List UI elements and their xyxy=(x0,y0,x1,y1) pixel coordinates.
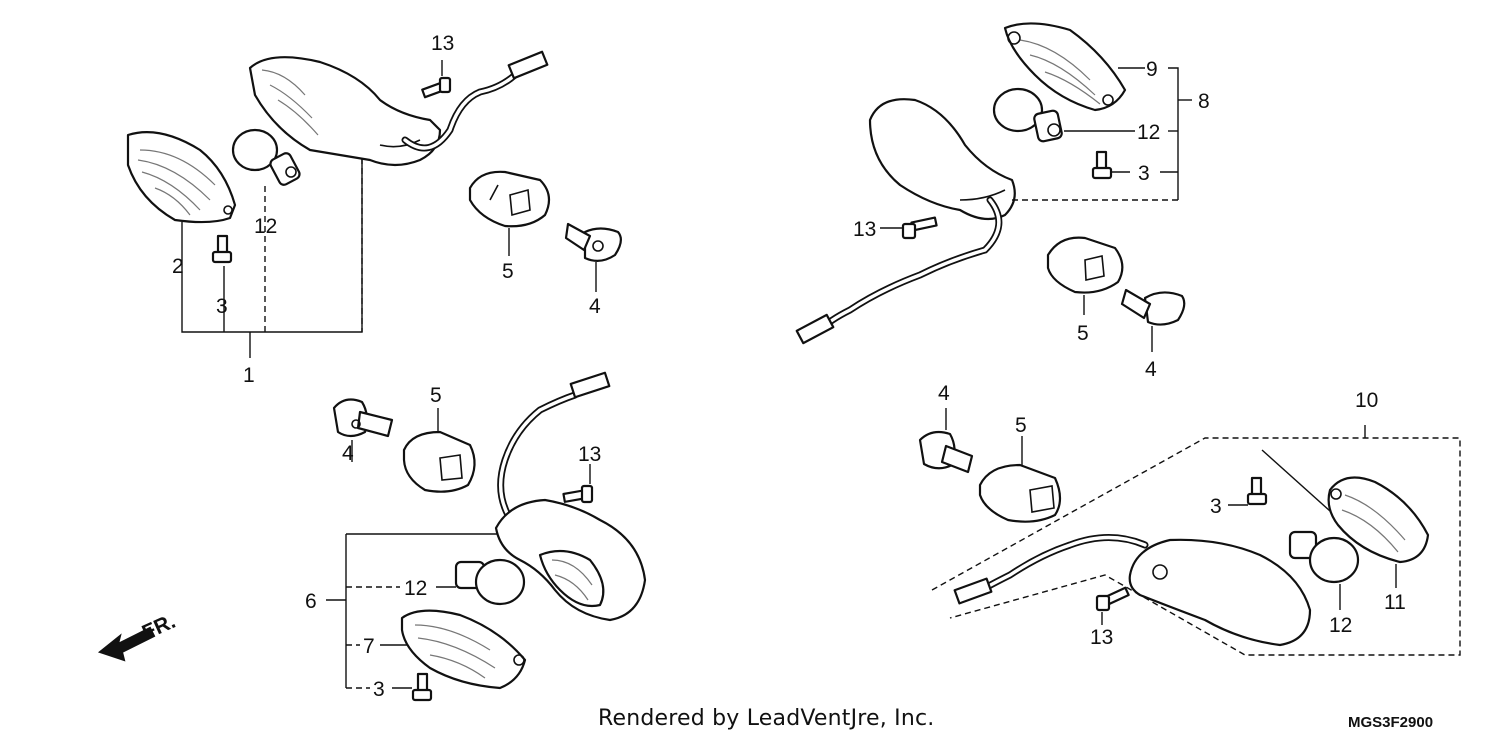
assembly-1-top-left: 1 2 3 12 13 5 4 xyxy=(126,32,622,387)
wire-harness xyxy=(953,534,1149,605)
callout-5: 5 xyxy=(430,384,442,407)
assembly-10-bottom-right: 4 5 10 3 11 12 13 xyxy=(918,382,1461,656)
assembly-8-top-right: 9 8 12 3 13 5 4 xyxy=(795,22,1210,381)
socket-part-5 xyxy=(402,430,476,493)
callout-5: 5 xyxy=(1015,414,1027,437)
bulb-part-12 xyxy=(1288,530,1360,584)
callout-3: 3 xyxy=(1210,495,1222,518)
callout-2: 2 xyxy=(172,255,184,278)
wire-harness xyxy=(795,196,1003,345)
screw-part-3 xyxy=(411,672,433,702)
callout-3: 3 xyxy=(373,678,385,701)
lens-part-2 xyxy=(126,131,237,224)
callout-4: 4 xyxy=(589,295,601,318)
callout-13: 13 xyxy=(431,32,454,55)
wire-harness xyxy=(401,50,549,152)
socket-part-5 xyxy=(978,463,1062,523)
screw-part-3 xyxy=(1091,150,1113,180)
callout-8: 8 xyxy=(1198,90,1210,113)
screw-part-3 xyxy=(211,234,233,264)
housing-body xyxy=(1128,538,1312,647)
wire-harness xyxy=(497,371,611,519)
screw-part-13 xyxy=(562,484,594,504)
bulb-part-12 xyxy=(992,87,1063,143)
callout-12: 12 xyxy=(404,577,427,600)
callout-12: 12 xyxy=(254,215,277,238)
callout-12: 12 xyxy=(1137,121,1160,144)
front-direction-arrow: FR. xyxy=(97,610,179,662)
screw-part-13 xyxy=(901,216,938,240)
holder-part-4 xyxy=(564,222,622,262)
callout-11: 11 xyxy=(1384,591,1406,614)
bulb-part-12 xyxy=(454,558,526,606)
callout-12: 12 xyxy=(1329,614,1352,637)
callout-4: 4 xyxy=(342,442,354,465)
screw-part-13 xyxy=(421,76,452,99)
callout-4: 4 xyxy=(1145,358,1157,381)
callout-5: 5 xyxy=(502,260,514,283)
screw-part-3 xyxy=(1246,476,1268,506)
render-credit: Rendered by LeadVentJre, Inc. xyxy=(598,706,935,731)
socket-part-5 xyxy=(468,170,551,228)
callout-13: 13 xyxy=(578,443,601,466)
callout-4: 4 xyxy=(938,382,950,405)
lens-part-7 xyxy=(400,609,527,690)
callout-13: 13 xyxy=(1090,626,1113,649)
lens-part-9 xyxy=(1003,22,1127,112)
lens-part-11 xyxy=(1327,476,1430,564)
holder-part-4 xyxy=(918,430,974,474)
callout-3: 3 xyxy=(1138,162,1150,185)
housing-body xyxy=(494,498,647,622)
callout-5: 5 xyxy=(1077,322,1089,345)
callout-13: 13 xyxy=(853,218,876,241)
arrow-icon xyxy=(97,626,156,662)
callout-9: 9 xyxy=(1146,58,1158,81)
callout-7: 7 xyxy=(363,635,375,658)
holder-part-4 xyxy=(1120,288,1186,326)
screw-part-13 xyxy=(1095,586,1130,612)
assembly-6-bottom-left: 4 5 13 6 12 7 3 xyxy=(305,371,647,702)
callout-10: 10 xyxy=(1355,389,1378,412)
holder-part-4 xyxy=(332,398,394,438)
front-label: FR. xyxy=(139,610,179,645)
bulb-part-12 xyxy=(231,128,301,186)
diagram-code: MGS3F2900 xyxy=(1348,714,1434,731)
housing-body xyxy=(868,98,1016,221)
housing-body xyxy=(248,56,442,167)
callout-1: 1 xyxy=(243,364,255,387)
socket-part-5 xyxy=(1046,236,1124,294)
callout-3: 3 xyxy=(216,295,228,318)
callout-6: 6 xyxy=(305,590,317,613)
